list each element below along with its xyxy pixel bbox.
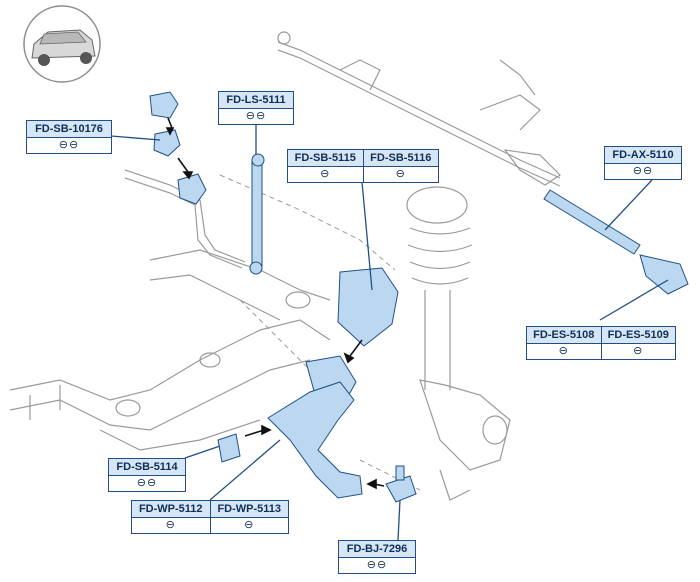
fitting-symbol: ⊖ (288, 166, 363, 182)
part-label-sb-5114: FD-SB-5114 ⊖⊖ (108, 458, 186, 492)
stabilizer-link-top (251, 153, 265, 167)
stabilizer-bushing-installed (177, 173, 207, 205)
part-label-es-5108-5109: FD-ES-5108 FD-ES-5109 ⊖ ⊖ (526, 326, 676, 360)
part-code: FD-ES-5108 (527, 327, 601, 343)
control-arm-bushing-upper (337, 267, 399, 347)
part-code: FD-SB-5115 (288, 150, 363, 166)
fitting-symbol: ⊖ (527, 343, 601, 359)
part-code: FD-WP-5112 (132, 501, 210, 517)
stabilizer-bushing (153, 129, 181, 157)
fitting-symbol: ⊖⊖ (219, 108, 293, 124)
fitting-symbol: ⊖ (362, 166, 438, 182)
part-code: FD-SB-10176 (27, 121, 111, 137)
part-code: FD-SB-5116 (362, 150, 438, 166)
car-thumbnail (23, 5, 101, 83)
fitting-symbol: ⊖ (132, 517, 210, 533)
inner-tie-rod (543, 189, 641, 255)
part-code: FD-ES-5109 (600, 327, 675, 343)
steering-rack-sketch (277, 31, 561, 187)
fitting-symbol: ⊖⊖ (605, 163, 681, 179)
arrows (165, 117, 385, 490)
ball-joint-pin (395, 465, 405, 481)
control-arm-front-bushing (217, 433, 241, 463)
leader-lines (110, 124, 669, 541)
part-code: FD-SB-5114 (109, 459, 185, 475)
highlighted-parts (149, 91, 689, 503)
fitting-symbol: ⊖ (209, 517, 288, 533)
control-arm (267, 381, 363, 499)
part-label-bj-7296: FD-BJ-7296 ⊖⊖ (338, 540, 416, 574)
fitting-symbol: ⊖⊖ (109, 475, 185, 491)
fitting-symbol: ⊖⊖ (27, 137, 111, 153)
part-code: FD-WP-5113 (209, 501, 288, 517)
part-label-wp-5112-5113: FD-WP-5112 FD-WP-5113 ⊖ ⊖ (131, 500, 289, 534)
fitting-symbol: ⊖⊖ (339, 557, 415, 573)
stabilizer-mount (149, 91, 179, 119)
strut-sketch (406, 186, 511, 501)
part-code: FD-LS-5111 (219, 92, 293, 108)
part-label-sb-10176: FD-SB-10176 ⊖⊖ (26, 120, 112, 154)
outer-tie-rod (639, 254, 689, 295)
stabilizer-link (251, 157, 263, 271)
part-label-sb-5115-5116: FD-SB-5115 FD-SB-5116 ⊖ ⊖ (287, 149, 439, 183)
part-label-ax-5110: FD-AX-5110 ⊖⊖ (604, 146, 682, 180)
stabilizer-link-bottom (249, 261, 263, 275)
fitting-symbol: ⊖ (600, 343, 675, 359)
stabilizer-bar-sketch (124, 169, 246, 269)
part-code: FD-BJ-7296 (339, 541, 415, 557)
part-code: FD-AX-5110 (605, 147, 681, 163)
part-label-ls-5111: FD-LS-5111 ⊖⊖ (218, 91, 294, 125)
